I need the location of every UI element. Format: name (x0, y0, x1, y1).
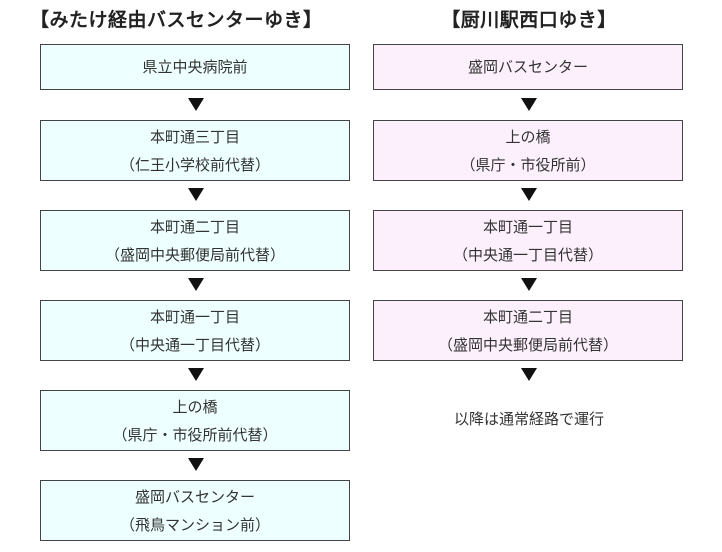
stop-box: 本町通一丁目 （中央通一丁目代替） (373, 210, 683, 271)
stop-name: 県立中央病院前 (142, 58, 248, 76)
stop-note: （県庁・市役所前） (460, 155, 596, 174)
down-arrow-icon (188, 458, 204, 471)
stop-note: （仁王小学校前代替） (119, 155, 270, 174)
stop-box: 本町通一丁目 （中央通一丁目代替） (40, 300, 350, 361)
stop-box: 盛岡バスセンター (373, 44, 683, 90)
route-note: 以降は通常経路で運行 (453, 410, 604, 428)
stop-name: 本町通二丁目 (149, 217, 240, 236)
stop-name: 上の橋 (505, 127, 551, 146)
stop-name: 本町通一丁目 (149, 307, 240, 326)
stop-box: 上の橋 （県庁・市役所前） (373, 120, 683, 181)
route-title: 【厨川駅西口ゆき】 (441, 9, 617, 31)
stop-note: （中央通一丁目代替） (452, 245, 603, 264)
stop-name: 本町通二丁目 (482, 307, 573, 326)
stop-box: 本町通三丁目 （仁王小学校前代替） (40, 120, 350, 181)
stop-box: 盛岡バスセンター （飛鳥マンション前） (40, 480, 350, 541)
down-arrow-icon (521, 278, 537, 291)
stop-note: （盛岡中央郵便局前代替） (104, 245, 285, 264)
stop-name: 本町通三丁目 (149, 127, 240, 146)
down-arrow-icon (521, 98, 537, 111)
down-arrow-icon (521, 368, 537, 381)
route-title: 【みたけ経由バスセンターゆき】 (30, 9, 323, 31)
stop-name: 上の橋 (172, 397, 218, 416)
stop-note: （県庁・市役所前代替） (112, 425, 278, 444)
down-arrow-icon (188, 368, 204, 381)
stop-note: （盛岡中央郵便局前代替） (437, 335, 618, 354)
down-arrow-icon (188, 278, 204, 291)
down-arrow-icon (521, 188, 537, 201)
down-arrow-icon (188, 188, 204, 201)
stop-note: （飛鳥マンション前） (119, 515, 270, 534)
stop-name: 本町通一丁目 (482, 217, 573, 236)
stop-box: 本町通二丁目 （盛岡中央郵便局前代替） (373, 300, 683, 361)
stop-note: （中央通一丁目代替） (119, 335, 270, 354)
stop-name: 盛岡バスセンター (134, 487, 255, 506)
stop-box: 上の橋 （県庁・市役所前代替） (40, 390, 350, 451)
stop-name: 盛岡バスセンター (467, 58, 588, 76)
down-arrow-icon (188, 98, 204, 111)
stop-box: 本町通二丁目 （盛岡中央郵便局前代替） (40, 210, 350, 271)
stop-box: 県立中央病院前 (40, 44, 350, 90)
